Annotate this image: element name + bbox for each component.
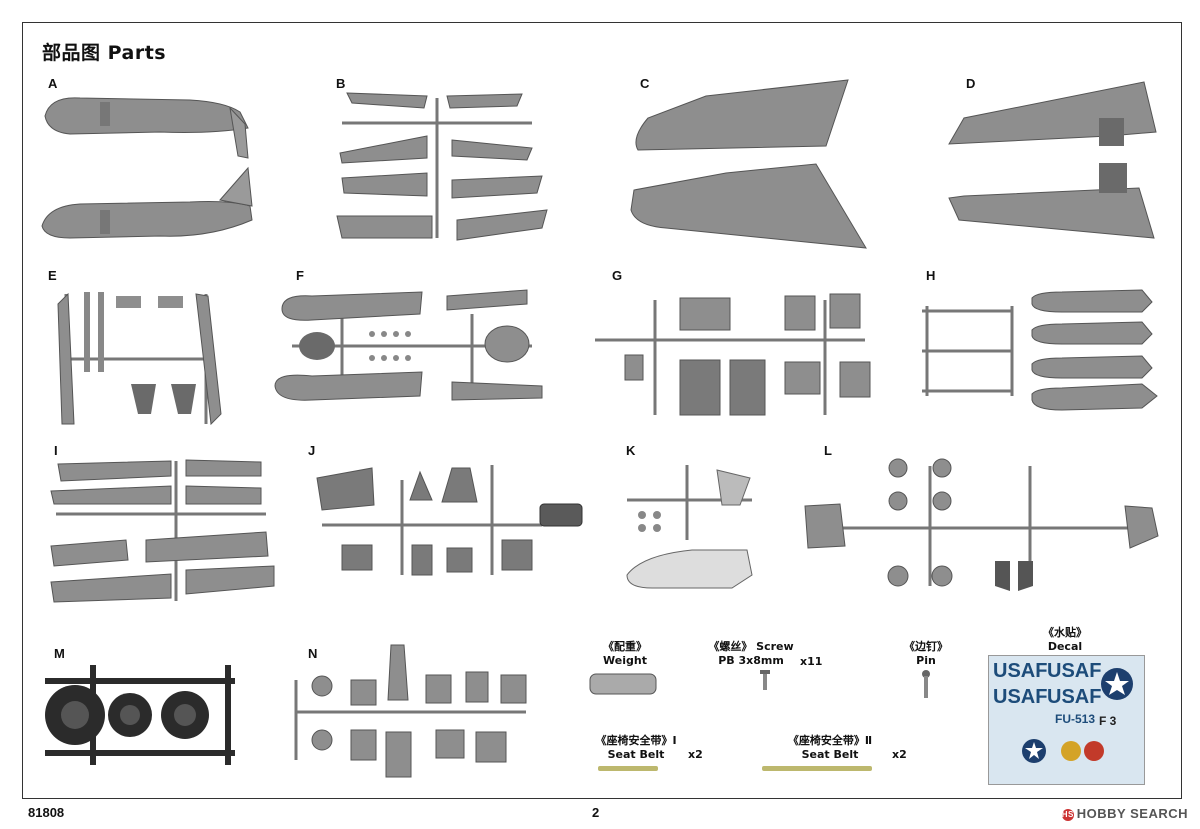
seat-belt-2-qty: x2	[892, 748, 907, 761]
pin-icon	[922, 670, 930, 698]
sprue-m-image	[45, 665, 235, 765]
decal-roundel-small-icon	[1022, 739, 1046, 763]
watermark-text: HOBBY SEARCH	[1076, 806, 1188, 821]
pin-en: Pin	[916, 654, 936, 667]
sprue-a-image	[41, 97, 253, 239]
seat-belt-2-caption: 《座椅安全带》Ⅱ Seat Belt	[770, 734, 890, 762]
sprue-label-g: G	[612, 268, 623, 283]
decal-cn: 《水贴》	[1043, 626, 1087, 639]
sprue-e-image	[57, 292, 222, 426]
decal-serial: FU-513	[1055, 712, 1096, 726]
decal-insignia-icon	[1061, 741, 1104, 761]
decal-usaf-1: USAF	[993, 660, 1048, 682]
sprue-label-h: H	[926, 268, 936, 283]
page-frame	[22, 22, 1182, 799]
sprue-c-image	[630, 79, 867, 249]
sprue-label-e: E	[48, 268, 57, 283]
decal-roundel-icon	[1101, 668, 1133, 700]
page-title: 部品图 Parts	[42, 42, 167, 64]
screw-qty: x11	[800, 655, 823, 668]
weight-en: Weight	[603, 654, 647, 667]
seat-belt-2-en: Seat Belt	[801, 748, 859, 761]
seat-belt-1-caption: 《座椅安全带》Ⅰ Seat Belt	[586, 734, 686, 762]
product-code: 81808	[28, 805, 65, 820]
sprue-g-image	[595, 293, 871, 416]
weight-caption: 《配重》 Weight	[590, 640, 660, 668]
sprue-label-n: N	[308, 646, 318, 661]
sprue-j-image	[316, 465, 583, 576]
screw-icon	[760, 670, 770, 690]
sprue-l-image	[804, 458, 1159, 591]
sprue-h-image	[922, 289, 1158, 411]
sprue-n-image	[294, 644, 527, 778]
decal-code: F 3	[1099, 714, 1117, 728]
seat-belt-1-cn: 《座椅安全带》Ⅰ	[595, 734, 677, 747]
sprue-label-i: I	[54, 443, 58, 458]
pin-cn: 《边钉》	[904, 640, 948, 653]
sprue-label-a: A	[48, 76, 58, 91]
seat-belt-1-image	[598, 766, 658, 771]
page-number: 2	[592, 805, 600, 820]
sprue-label-m: M	[54, 646, 65, 661]
screw-cn: 《螺丝》 Screw	[708, 640, 794, 653]
sprue-label-k: K	[626, 443, 636, 458]
decal-sheet: USAF USAF USAF USAF FU-513 F 3	[988, 655, 1145, 785]
screw-en: PB 3x8mm	[718, 654, 784, 667]
seat-belt-2-cn: 《座椅安全带》Ⅱ	[787, 734, 873, 747]
seat-belt-1-qty: x2	[688, 748, 703, 761]
decal-en: Decal	[1047, 640, 1083, 653]
decal-usaf-4: USAF	[1047, 686, 1102, 708]
sprue-k-image	[626, 465, 753, 589]
screw-caption: 《螺丝》 Screw PB 3x8mm	[706, 640, 796, 668]
decal-caption: 《水贴》 Decal	[1030, 626, 1100, 654]
seat-belt-2-image	[762, 766, 872, 771]
sprue-label-c: C	[640, 76, 650, 91]
seat-belt-1-en: Seat Belt	[607, 748, 665, 761]
sprue-label-f: F	[296, 268, 304, 283]
pin-caption: 《边钉》 Pin	[898, 640, 954, 668]
watermark-logo-icon: HS	[1061, 808, 1074, 821]
sprue-f-image	[274, 289, 543, 401]
sprue-d-image	[948, 81, 1157, 239]
decal-usaf-2: USAF	[993, 686, 1048, 708]
sprue-label-d: D	[966, 76, 976, 91]
sprue-label-j: J	[308, 443, 316, 458]
sprue-label-l: L	[824, 443, 832, 458]
sprue-i-image	[50, 459, 275, 603]
sprue-b-image	[336, 92, 548, 241]
weight-cn: 《配重》	[603, 640, 647, 653]
sprue-label-b: B	[336, 76, 346, 91]
decal-usaf-3: USAF	[1047, 660, 1102, 682]
weight-image	[589, 673, 657, 695]
